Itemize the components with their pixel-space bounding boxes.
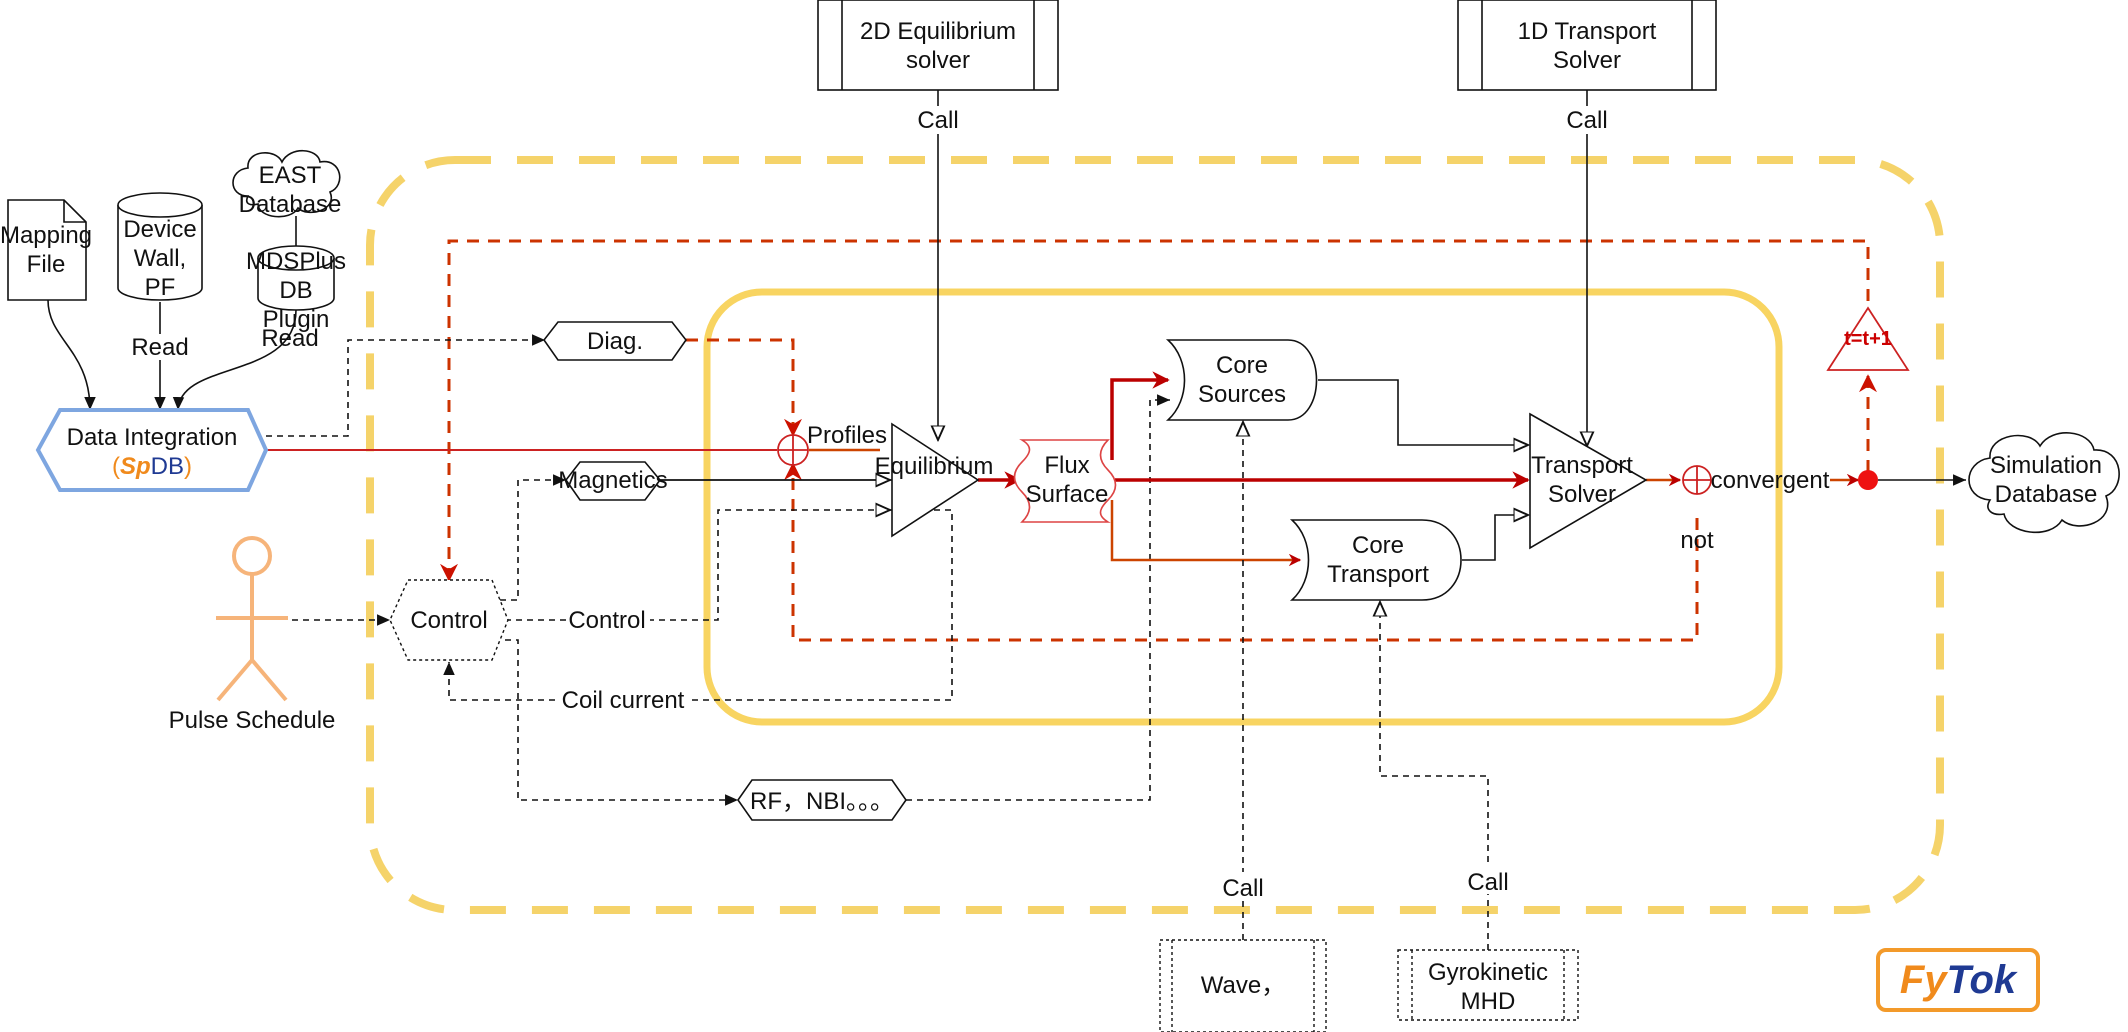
flux-surface-label-1: Flux bbox=[1044, 452, 1089, 479]
not-converged-edge bbox=[784, 462, 1699, 642]
simulation-database-label-2: Database bbox=[1995, 481, 2098, 508]
east-database-label-1: EAST bbox=[259, 162, 322, 189]
control-to-equilibrium-edge bbox=[505, 510, 890, 621]
rf-nbi-label: RF，NBI。。。 bbox=[750, 788, 894, 815]
data-integration-spdb: (SpDB) bbox=[112, 453, 192, 480]
diag-node[interactable]: Diag. bbox=[543, 321, 687, 361]
device-label-3: PF bbox=[145, 274, 176, 301]
not-label: not bbox=[1680, 527, 1714, 554]
transport-solver-node[interactable]: Transport Solver bbox=[1529, 412, 1648, 550]
core-sources-label-1: Core bbox=[1216, 352, 1268, 379]
flux-to-sources-edge bbox=[1110, 371, 1170, 460]
transport-solver-label-1: Transport bbox=[1531, 452, 1633, 479]
profiles-sum-node[interactable] bbox=[777, 434, 809, 466]
east-database-label-2: Database bbox=[239, 191, 342, 218]
call-gyro-label: Call bbox=[1467, 869, 1508, 896]
svg-text:FyTok: FyTok bbox=[1900, 958, 2018, 1002]
mdsplus-label-1: MDSPlus bbox=[246, 248, 346, 275]
core-sources-node[interactable]: Core Sources bbox=[1165, 339, 1318, 421]
data-integration-node[interactable]: Data Integration (SpDB) bbox=[35, 408, 269, 492]
mds-read-edge bbox=[172, 309, 297, 411]
read-device-label: Read bbox=[131, 334, 188, 361]
equilibrium-solver-node[interactable]: 2D Equilibrium solver bbox=[817, 0, 1059, 91]
call-wave-label: Call bbox=[1222, 875, 1263, 902]
data-to-diag-edge bbox=[266, 334, 545, 437]
spdb-db: DB bbox=[151, 453, 184, 480]
convergent-label: convergent bbox=[1711, 467, 1830, 494]
call-transport-label: Call bbox=[1566, 107, 1607, 134]
rf-nbi-node[interactable]: RF，NBI。。。 bbox=[737, 779, 907, 821]
core-transport-label-2: Transport bbox=[1327, 561, 1429, 588]
control-link-label: Control bbox=[568, 607, 645, 634]
rfnbi-to-sources-edge bbox=[906, 394, 1170, 801]
inner-loop-frame bbox=[703, 288, 1783, 726]
diag-to-profiles-edge bbox=[686, 338, 802, 437]
fytok-logo: FyTok bbox=[1876, 948, 2040, 1012]
spdb-sp: Sp bbox=[120, 453, 151, 480]
device-label-2: Wall, bbox=[134, 245, 186, 272]
transport-solver-ext-label-2: Solver bbox=[1553, 47, 1621, 74]
device-node[interactable]: Device Wall, PF bbox=[117, 192, 203, 301]
device-label-1: Device bbox=[123, 216, 196, 243]
equilibrium-node[interactable]: Equilibrium bbox=[875, 422, 994, 538]
logo-fy: Fy bbox=[1900, 958, 1948, 1002]
mapping-file-label-2: File bbox=[27, 251, 66, 278]
gyrokinetic-node[interactable]: Gyrokinetic MHD bbox=[1397, 949, 1579, 1021]
read-mds-label: Read bbox=[261, 325, 318, 352]
wave-label: Wave， bbox=[1201, 972, 1285, 999]
control-to-magnetics-edge bbox=[500, 474, 566, 601]
coretransport-to-transport-edge bbox=[1462, 515, 1528, 561]
data-integration-label: Data Integration bbox=[67, 424, 238, 451]
magnetics-label: Magnetics bbox=[558, 467, 667, 494]
simulation-database-node[interactable]: Simulation Database bbox=[1968, 432, 2120, 534]
control-node[interactable]: Control bbox=[389, 579, 509, 661]
pulse-schedule-label: Pulse Schedule bbox=[169, 707, 336, 734]
coil-current-edge bbox=[443, 509, 953, 701]
time-loop-edge bbox=[440, 239, 1870, 582]
mdsplus-label-3: Plugin bbox=[263, 306, 330, 333]
time-step-label: t=t+1 bbox=[1844, 328, 1892, 350]
mdsplus-plugin-node[interactable]: MDSPlus DB Plugin bbox=[246, 245, 346, 333]
core-sources-label-2: Sources bbox=[1198, 381, 1286, 408]
wave-node[interactable]: Wave， bbox=[1159, 939, 1327, 1032]
time-step-node[interactable]: t=t+1 bbox=[1826, 306, 1910, 371]
mdsplus-label-2: DB bbox=[279, 277, 312, 304]
transport-solver-ext-node[interactable]: 1D Transport Solver bbox=[1457, 0, 1717, 91]
mapping-read-edge bbox=[47, 299, 96, 411]
equilibrium-solver-label-2: solver bbox=[906, 47, 970, 74]
profiles-label: Profiles bbox=[807, 422, 887, 449]
convergence-check-node[interactable] bbox=[1682, 465, 1712, 495]
sources-to-transport-edge bbox=[1318, 379, 1528, 445]
gyrokinetic-label-2: MHD bbox=[1461, 988, 1516, 1015]
spdb-paren-close: ) bbox=[184, 453, 192, 480]
gyrokinetic-label-1: Gyrokinetic bbox=[1428, 959, 1548, 986]
diag-label: Diag. bbox=[587, 328, 643, 355]
core-transport-label-1: Core bbox=[1352, 532, 1404, 559]
flux-to-coretransport-edge bbox=[1110, 500, 1302, 567]
equilibrium-label: Equilibrium bbox=[875, 453, 994, 480]
call-gyro-edge bbox=[1380, 602, 1489, 950]
coil-current-label: Coil current bbox=[562, 687, 685, 714]
simulation-database-label-1: Simulation bbox=[1990, 452, 2102, 479]
east-database-node[interactable]: EAST Database bbox=[232, 149, 342, 218]
flux-surface-label-2: Surface bbox=[1026, 481, 1109, 508]
magnetics-node[interactable]: Magnetics bbox=[558, 461, 668, 501]
pulse-schedule-figure[interactable] bbox=[216, 536, 288, 702]
core-transport-node[interactable]: Core Transport bbox=[1289, 519, 1462, 601]
transport-solver-ext-label-1: 1D Transport bbox=[1518, 18, 1657, 45]
logo-tok: Tok bbox=[1947, 958, 2018, 1002]
flux-surface-node[interactable]: Flux Surface bbox=[1013, 439, 1117, 523]
mapping-file-node[interactable]: Mapping File bbox=[0, 199, 92, 301]
control-to-rfnbi-edge bbox=[505, 639, 738, 806]
equilibrium-solver-label-1: 2D Equilibrium bbox=[860, 18, 1016, 45]
mapping-file-label-1: Mapping bbox=[0, 222, 92, 249]
call-equilibrium-label: Call bbox=[917, 107, 958, 134]
output-junction-dot bbox=[1858, 470, 1878, 490]
control-label: Control bbox=[410, 607, 487, 634]
transport-solver-label-2: Solver bbox=[1548, 481, 1616, 508]
outer-loop-frame bbox=[366, 156, 1944, 914]
spdb-paren-open: ( bbox=[112, 453, 120, 480]
